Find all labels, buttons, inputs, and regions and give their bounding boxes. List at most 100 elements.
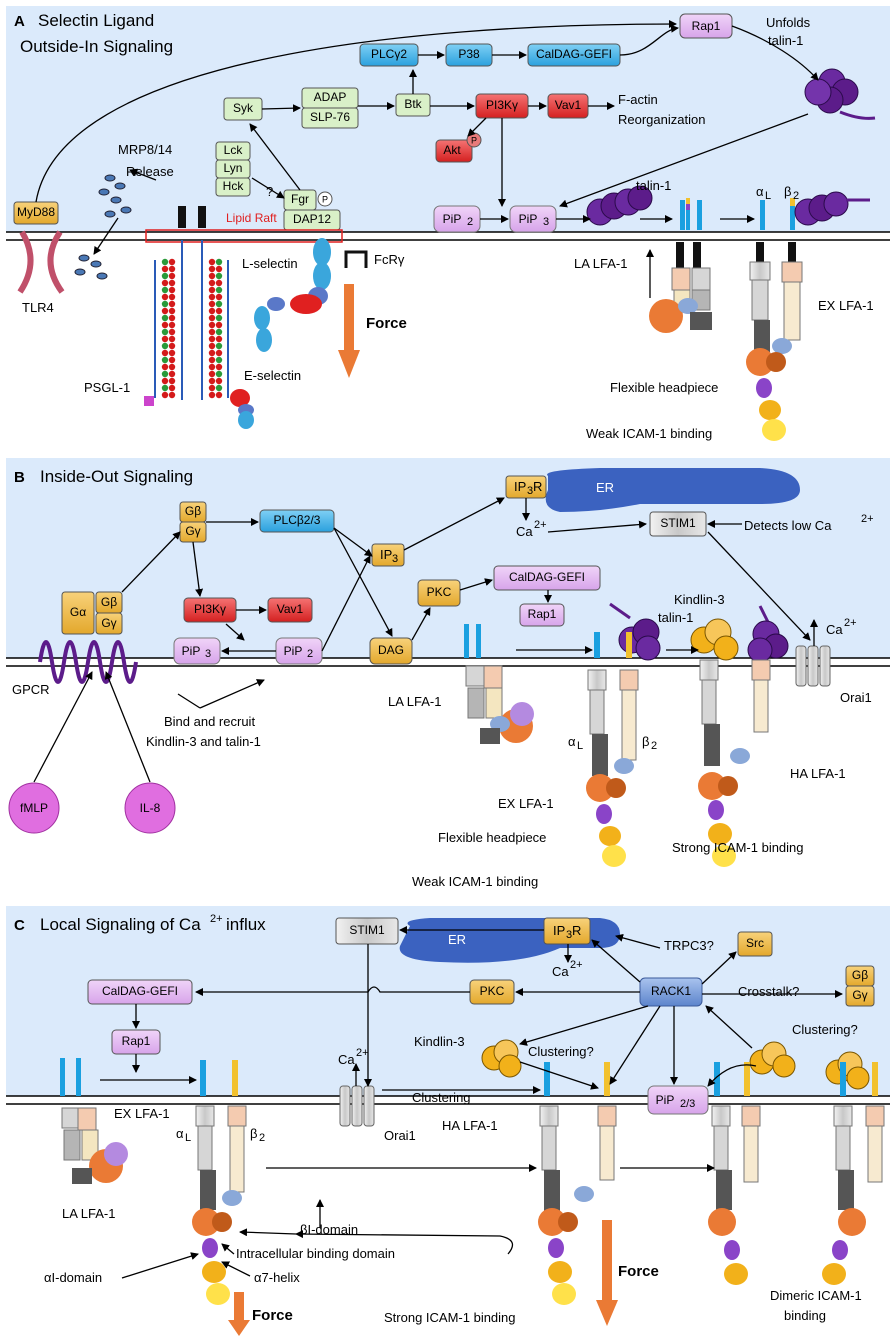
glycan-dot <box>161 370 169 378</box>
panel-a-title-line2: Outside-In Signaling <box>20 37 173 56</box>
phospho-fgr-icon <box>317 191 333 207</box>
ha-lfa1-integrin-c <box>538 1062 617 1305</box>
question-mark-label: ? <box>266 184 273 199</box>
trpc3-label: TRPC3? <box>664 938 714 953</box>
glycan-dot <box>168 258 176 266</box>
glycan-dot <box>215 258 223 266</box>
plcb-node <box>259 509 335 533</box>
glycan-dot <box>168 328 176 336</box>
psgl1-glycan-dots <box>161 258 223 399</box>
glycan-dot <box>161 321 169 329</box>
glycan-dot <box>168 370 176 378</box>
glycan-dot <box>215 314 223 322</box>
glycan-dot <box>161 307 169 315</box>
glycan-dot <box>208 307 216 315</box>
pip3-sub-a: 3 <box>543 216 549 228</box>
glycan-dot <box>208 272 216 280</box>
ai-domain-label: αI-domain <box>44 1270 102 1285</box>
glycan-dot <box>168 300 176 308</box>
e-selectin-label: E-selectin <box>244 368 301 383</box>
talin1-label-a: talin-1 <box>636 178 671 193</box>
pip23-sub: 2/3 <box>680 1098 695 1110</box>
glycan-dot <box>168 279 176 287</box>
src-node <box>737 931 773 957</box>
rap1-node-b <box>519 603 565 627</box>
hck-label: Hck <box>223 179 245 193</box>
caldag-node-b <box>493 565 601 591</box>
ca-er-sup-c: 2+ <box>570 959 583 971</box>
weak-icam-label-b: Weak ICAM-1 binding <box>412 874 538 889</box>
syk-label: Syk <box>233 101 254 115</box>
flexible-headpiece-label-b: Flexible headpiece <box>438 830 546 845</box>
ip3r-tail-c: R <box>572 923 581 938</box>
ip3r-tail-b: R <box>533 479 542 494</box>
gg-label-b: Gγ <box>185 524 200 538</box>
pip3-sub-b: 3 <box>205 648 211 660</box>
ip3r-sub-b: 3 <box>527 485 533 497</box>
glycan-dot <box>161 342 169 350</box>
kindlin3-label-c: Kindlin-3 <box>414 1034 465 1049</box>
factin-label-1: F-actin <box>618 92 658 107</box>
force-label-c1: Force <box>252 1307 293 1324</box>
plcb-label: PLCβ2/3 <box>274 513 321 527</box>
panel-a-cytoplasm <box>6 6 890 232</box>
glycan-dot <box>215 391 223 399</box>
a7-helix-label: α7-helix <box>254 1270 300 1285</box>
panel-c: C Local Signaling of Ca 2+ influx ER STI… <box>6 906 890 1336</box>
alpha-l-sub-b: L <box>577 740 583 752</box>
la-lfa1-label-c: LA LFA-1 <box>62 1206 115 1221</box>
glycan-dot <box>208 279 216 287</box>
panel-a: A Selectin Ligand Outside-In Signaling R… <box>6 6 890 441</box>
fgr-label: Fgr <box>291 192 309 206</box>
la-lfa1-label-b: LA LFA-1 <box>388 694 441 709</box>
la-lfa1-integrin-a <box>649 242 712 333</box>
slp76-node <box>301 107 359 129</box>
glycan-dot <box>215 272 223 280</box>
clustering-label: Clustering <box>412 1090 471 1105</box>
panel-c-title: Local Signaling of Ca <box>40 915 201 934</box>
src-label: Src <box>746 936 764 950</box>
panel-c-title-tail: influx <box>226 915 266 934</box>
glycan-dot <box>208 286 216 294</box>
e-selectin-icon-lower <box>230 389 254 429</box>
glycan-dot <box>208 258 216 266</box>
unfolds-label-1: Unfolds <box>766 15 811 30</box>
pip23-node <box>647 1085 709 1115</box>
tlr4-label: TLR4 <box>22 300 54 315</box>
weak-icam-label-a: Weak ICAM-1 binding <box>586 426 712 441</box>
fcr-label: FcRγ <box>374 252 405 267</box>
gg-label-c: Gγ <box>852 988 867 1002</box>
talin1-label-b: talin-1 <box>658 610 693 625</box>
glycan-dot <box>215 349 223 357</box>
talin-bound-icon-a <box>794 191 870 226</box>
glycan-dot <box>215 370 223 378</box>
stim1-node-b <box>649 511 707 537</box>
pip2-sub-a: 2 <box>467 216 473 228</box>
glycan-dot <box>161 349 169 357</box>
akt-label: Akt <box>443 143 461 157</box>
rack1-label: RACK1 <box>651 984 691 998</box>
glycan-dot <box>208 384 216 392</box>
rap1-label-b: Rap1 <box>528 607 557 621</box>
glycan-dot <box>208 300 216 308</box>
glycan-dot <box>215 279 223 287</box>
pi3k-label-b: PI3Kγ <box>194 602 226 616</box>
l-selectin-icon <box>290 238 331 314</box>
ca-label-c: Ca <box>338 1052 355 1067</box>
glycan-dot <box>208 377 216 385</box>
glycan-dot <box>215 363 223 371</box>
glycan-dot <box>161 328 169 336</box>
panel-b-arrows <box>33 497 818 783</box>
glycan-dot <box>168 265 176 273</box>
glycan-dot <box>161 272 169 280</box>
clustering-q-label-2: Clustering? <box>792 1022 858 1037</box>
panel-a-arrows <box>35 20 819 298</box>
panel-a-title-line1: Selectin Ligand <box>38 11 154 30</box>
glycan-dot <box>168 286 176 294</box>
glycan-dot <box>215 265 223 273</box>
lyn-label: Lyn <box>224 161 243 175</box>
pip3-label-b: PiP <box>182 644 201 658</box>
p38-label: P38 <box>458 47 480 61</box>
pkc-label-b: PKC <box>427 585 452 599</box>
